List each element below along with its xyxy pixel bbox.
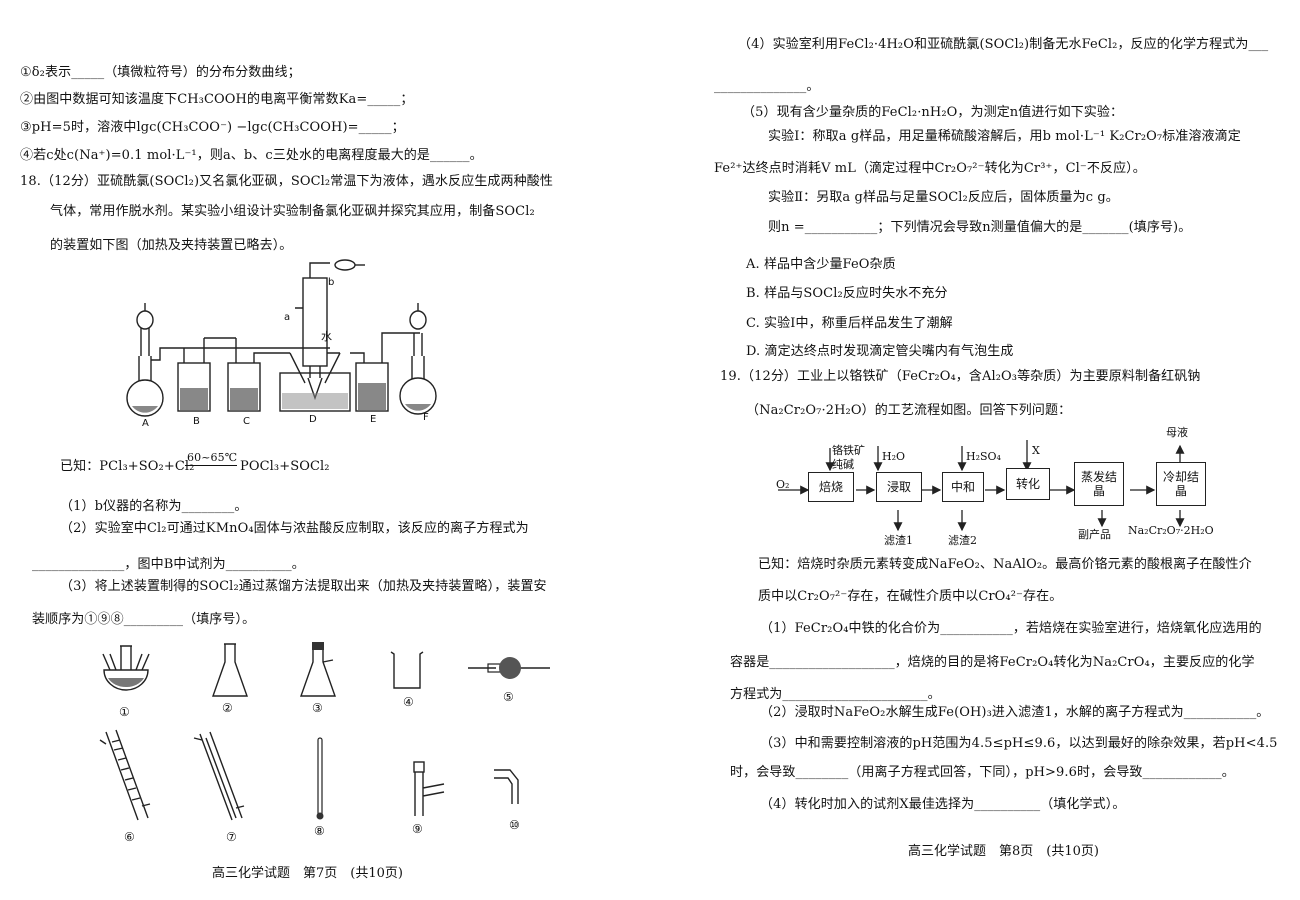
page-footer: 高三化学试题 第7页 (共10页): [212, 866, 403, 881]
flow-step-conversion: 转化: [1006, 468, 1050, 500]
option-c: C. 实验Ⅰ中，称重后样品发生了潮解: [746, 316, 953, 331]
equipment-label-4: ④: [403, 695, 414, 709]
reaction-arrow-line: [185, 465, 237, 466]
flow-input-water: H₂O: [882, 450, 906, 463]
text-line: 的装置如下图（加热及夹持装置已略去）。: [50, 238, 293, 253]
distillation-adapter-icon: [413, 761, 445, 816]
text-line: ①δ₂表示_____（填微粒符号）的分布分数曲线；: [20, 65, 301, 80]
apparatus-label-a: A: [142, 418, 149, 429]
flow-step-roasting: 焙烧: [808, 472, 854, 502]
flow-input-sulfuric-acid: H₂SO₄: [966, 450, 1001, 463]
conical-flask-icon: [212, 643, 248, 697]
flow-input-soda-ash: 纯碱: [832, 458, 854, 471]
flow-input-oxygen: O₂: [776, 478, 790, 491]
equipment-label-9: ⑨: [412, 822, 423, 836]
flow-output-byproduct: 副产品: [1078, 528, 1111, 541]
question-19-2: （2）浸取时NaFeO₂水解生成Fe(OH)₃进入滤渣1，水解的离子方程式为__…: [760, 705, 1270, 720]
equipment-label-1: ①: [119, 705, 130, 719]
question-18-2-cont: ______________，图中B中试剂为__________。: [32, 557, 305, 572]
apparatus-label-inlet-a: a: [284, 312, 291, 323]
question-19-3-cont: 时，会导致________（用离子方程式回答，下同），pH>9.6时，会导致__…: [730, 765, 1235, 780]
page-footer: 高三化学试题 第8页 (共10页): [908, 844, 1099, 859]
text-line: 气体，常用作脱水剂。某实验小组设计实验制备氯化亚砜并探究其应用，制备SOCl₂: [50, 204, 535, 219]
apparatus-label-water: 水: [321, 330, 332, 343]
equipment-label-10: ⑩: [509, 818, 520, 832]
flow-input-chromite: 铬铁矿: [832, 444, 865, 457]
liebig-condenser-icon: [193, 731, 245, 821]
flow-step-leaching: 浸取: [876, 472, 922, 502]
flow-input-reagent-x: X: [1032, 444, 1040, 457]
question-18-2: （2）实验室中Cl₂可通过KMnO₄固体与浓盐酸反应制取，该反应的离子方程式为: [60, 521, 529, 536]
equipment-label-6: ⑥: [124, 830, 135, 844]
question-18-heading: 18.（12分）亚硫酰氯(SOCl₂)又名氯化亚砜，SOCl₂常温下为液体，遇水…: [20, 174, 553, 189]
option-a: A. 样品中含少量FeO杂质: [746, 257, 896, 272]
page-7: ①δ₂表示_____（填微粒符号）的分布分数曲线； ②由图中数据可知该温度下CH…: [20, 65, 553, 881]
bent-adapter-icon: [494, 769, 519, 804]
allihn-condenser-icon: [99, 729, 151, 821]
suction-flask-icon: [300, 642, 336, 697]
flow-output-mother-liquor: 母液: [1166, 426, 1188, 439]
question-19-heading-cont: （Na₂Cr₂O₇·2H₂O）的工艺流程如图。回答下列问题：: [746, 403, 1072, 418]
experiment-1: 实验Ⅰ：称取a g样品，用足量稀硫酸溶解后，用b mol·L⁻¹ K₂Cr₂O₇…: [768, 129, 1241, 144]
known-reaction-suffix: POCl₃+SOCl₂: [240, 459, 330, 474]
apparatus-label-f: F: [423, 412, 429, 423]
flow-step-evaporation: 蒸发结晶: [1074, 462, 1124, 506]
reaction-condition: 60~65℃: [187, 451, 238, 464]
socl2-apparatus-diagram: [126, 259, 437, 417]
equipment-label-5: ⑤: [503, 690, 514, 704]
question-19-1-cont2: 方程式为______________________。: [730, 687, 941, 702]
known-info: 已知：焙烧时杂质元素转变成NaFeO₂、NaAlO₂。最高价铬元素的酸根离子在酸…: [758, 557, 1252, 572]
question-18-4: （4）实验室利用FeCl₂·4H₂O和亚硫酰氯(SOCl₂)制备无水FeCl₂，…: [738, 37, 1269, 52]
text-line: ④若c处c(Na⁺)=0.1 mol·L⁻¹，则a、b、c三处水的电离程度最大的…: [20, 148, 483, 163]
drying-tube-icon: [468, 657, 550, 679]
flow-output-residue-1: 滤渣1: [884, 534, 913, 547]
option-d: D. 滴定达终点时发现滴定管尖嘴内有气泡生成: [746, 344, 1014, 359]
question-18-4-cont: ______________。: [714, 79, 820, 94]
known-reaction-prefix: 已知：PCl₃+SO₂+Cl₂: [60, 459, 195, 474]
question-18-3: （3）将上述装置制得的SOCl₂通过蒸馏方法提取出来（加热及夹持装置略），装置安: [60, 579, 547, 594]
text-line: ②由图中数据可知该温度下CH₃COOH的电离平衡常数Ka=_____；: [20, 92, 414, 107]
question-19-heading: 19.（12分）工业上以铬铁矿（FeCr₂O₄，含Al₂O₃等杂质）为主要原料制…: [720, 369, 1201, 384]
text-line: ③pH=5时，溶液中lgc(CH₃COO⁻) −lgc(CH₃COOH)=___…: [20, 120, 405, 135]
question-18-5: （5）现有含少量杂质的FeCl₂·nH₂O，为测定n值进行如下实验：: [742, 105, 1124, 120]
apparatus-label-e: E: [370, 414, 377, 425]
flow-step-neutralization: 中和: [942, 472, 984, 502]
three-neck-flask-icon: [102, 645, 150, 691]
page-8: （4）实验室利用FeCl₂·4H₂O和亚硫酰氯(SOCl₂)制备无水FeCl₂，…: [650, 0, 1300, 900]
equipment-label-7: ⑦: [226, 830, 237, 844]
equipment-label-2: ②: [222, 701, 233, 715]
beaker-icon: [390, 651, 424, 689]
apparatus-label-d: D: [309, 414, 317, 425]
experiment-1-cont: Fe²⁺达终点时消耗V mL（滴定过程中Cr₂O₇²⁻转化为Cr³⁺，Cl⁻不反…: [714, 161, 1146, 176]
apparatus-label-b: B: [193, 416, 200, 427]
apparatus-label-c: C: [243, 416, 250, 427]
flow-output-product: Na₂Cr₂O₇·2H₂O: [1128, 524, 1214, 537]
process-flow-arrows: [778, 440, 1185, 532]
equipment-label-8: ⑧: [314, 824, 325, 838]
thermometer-icon: [316, 737, 324, 820]
option-b: B. 样品与SOCl₂反应时失水不充分: [746, 286, 948, 301]
flow-step-cooling: 冷却结晶: [1156, 462, 1206, 506]
flow-output-residue-2: 滤渣2: [948, 534, 977, 547]
question-19-3: （3）中和需要控制溶液的pH范围为4.5≤pH≤9.6，以达到最好的除杂效果，若…: [760, 736, 1278, 751]
experiment-2: 实验Ⅱ：另取a g样品与足量SOCl₂反应后，固体质量为c g。: [768, 190, 1119, 205]
question-18-3-cont: 装顺序为①⑨⑧_________（填序号）。: [32, 612, 256, 627]
question-19-4: （4）转化时加入的试剂X最佳选择为__________（填化学式）。: [760, 797, 1126, 812]
known-info-cont: 质中以Cr₂O₇²⁻存在，在碱性介质中以CrO₄²⁻存在。: [758, 589, 1063, 604]
apparatus-label-drying-tube-b: b: [328, 277, 335, 288]
question-n: 则n =___________；下列情况会导致n测量值偏大的是_______(填…: [768, 220, 1192, 235]
equipment-label-3: ③: [312, 701, 323, 715]
question-19-1-cont: 容器是___________________，焙烧的目的是将FeCr₂O₄转化为…: [730, 655, 1255, 670]
question-19-1: （1）FeCr₂O₄中铁的化合价为___________，若焙烧在实验室进行，焙…: [760, 621, 1262, 636]
question-18-1: （1）b仪器的名称为________。: [60, 499, 248, 514]
